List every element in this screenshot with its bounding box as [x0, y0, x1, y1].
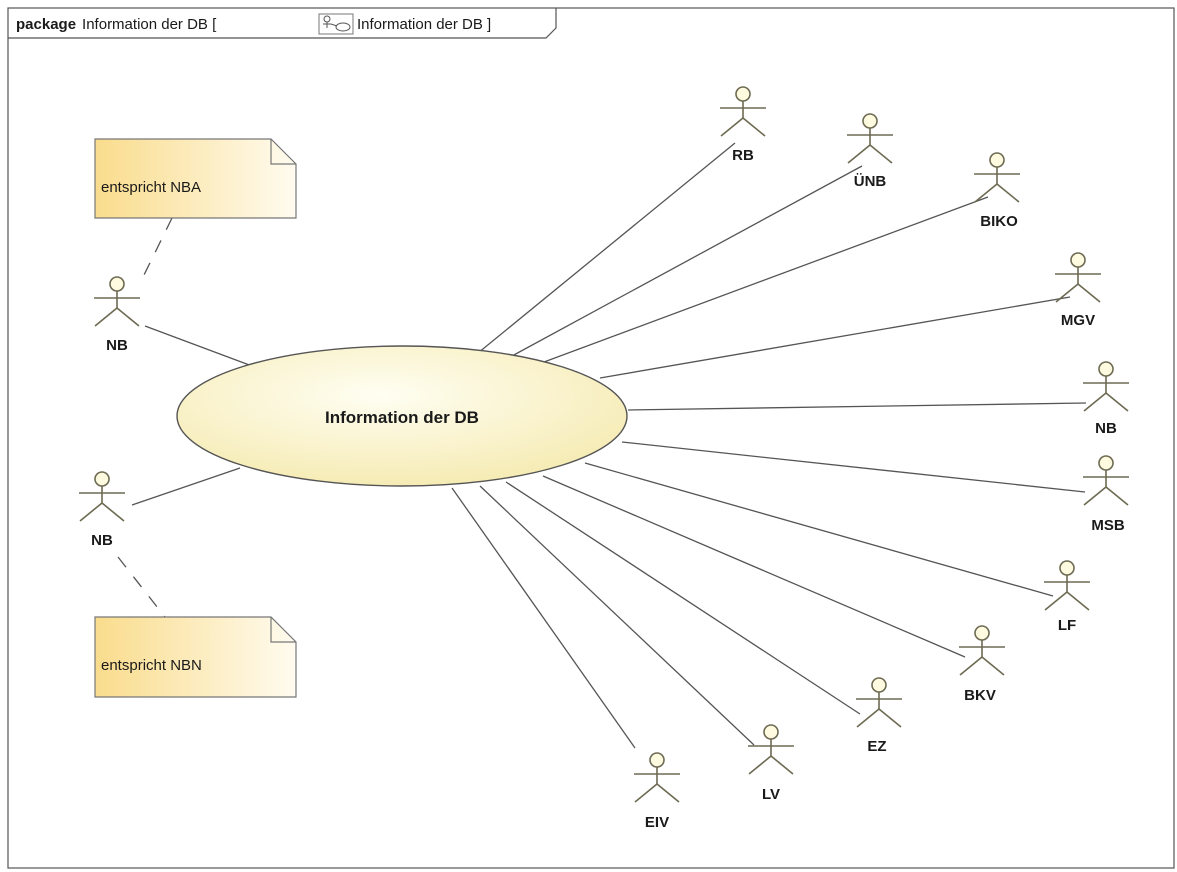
actor-rb[interactable]: RB [719, 86, 767, 164]
association-line [131, 467, 241, 506]
use-case-ellipse [176, 345, 628, 487]
association-line [542, 475, 966, 658]
use-case-diagram-icon [318, 13, 354, 35]
association-line [477, 142, 736, 354]
use-case-label: Information der DB [325, 408, 479, 427]
actor-label: BIKO [980, 213, 1018, 230]
association-line [543, 196, 989, 363]
note-text: entspricht NBA [101, 179, 201, 196]
actor-label: ÜNB [854, 173, 887, 190]
actor-label: NB [106, 337, 128, 354]
association-line [479, 485, 755, 746]
actor-label: LF [1058, 617, 1076, 634]
actor-nb-left-top[interactable]: NB [93, 276, 141, 354]
association-line [627, 402, 1087, 411]
actor-lv[interactable]: LV [747, 724, 795, 803]
actor-label: EIV [645, 814, 669, 831]
association-line [451, 487, 636, 749]
frame-keyword: package [16, 16, 76, 33]
association-line [511, 165, 863, 357]
association-line [599, 296, 1071, 379]
actor-lf[interactable]: LF [1043, 560, 1091, 634]
actor-label: NB [1095, 420, 1117, 437]
actor-label: EZ [867, 738, 886, 755]
association-line [584, 462, 1054, 597]
actor-mgv[interactable]: MGV [1054, 252, 1102, 329]
frame-header: package Information der DB [ [16, 16, 217, 33]
actor-unb[interactable]: ÜNB [846, 113, 894, 190]
actor-nb-left-bottom[interactable]: NB [78, 471, 126, 549]
actor-label: RB [732, 147, 754, 164]
association-line [505, 481, 861, 715]
note-text: entspricht NBN [101, 657, 202, 674]
note-nbn[interactable]: entspricht NBN [94, 616, 297, 698]
actor-nb-right[interactable]: NB [1082, 361, 1130, 437]
actor-label: MSB [1091, 517, 1125, 534]
actor-ez[interactable]: EZ [855, 677, 903, 755]
actor-eiv[interactable]: EIV [633, 752, 681, 831]
associations [131, 142, 1087, 749]
use-case-information-der-db[interactable]: Information der DB [176, 345, 628, 487]
note-anchor-nbn [117, 556, 166, 618]
association-line [144, 325, 253, 367]
actor-bkv[interactable]: BKV [958, 625, 1006, 704]
note-fold [270, 139, 296, 165]
package-tab [8, 8, 557, 39]
actor-label: MGV [1061, 312, 1095, 329]
actor-label: NB [91, 532, 113, 549]
actor-label: LV [762, 786, 780, 803]
actor-biko[interactable]: BIKO [973, 152, 1021, 230]
association-line [621, 441, 1086, 493]
note-anchor-nba [142, 217, 173, 278]
actor-msb[interactable]: MSB [1082, 455, 1130, 534]
frame-name: Information der DB [ [82, 16, 217, 33]
actor-label: BKV [964, 687, 996, 704]
note-nba[interactable]: entspricht NBA [94, 138, 297, 219]
frame-diagram-name: Information der DB ] [357, 16, 491, 33]
note-fold [270, 617, 296, 643]
